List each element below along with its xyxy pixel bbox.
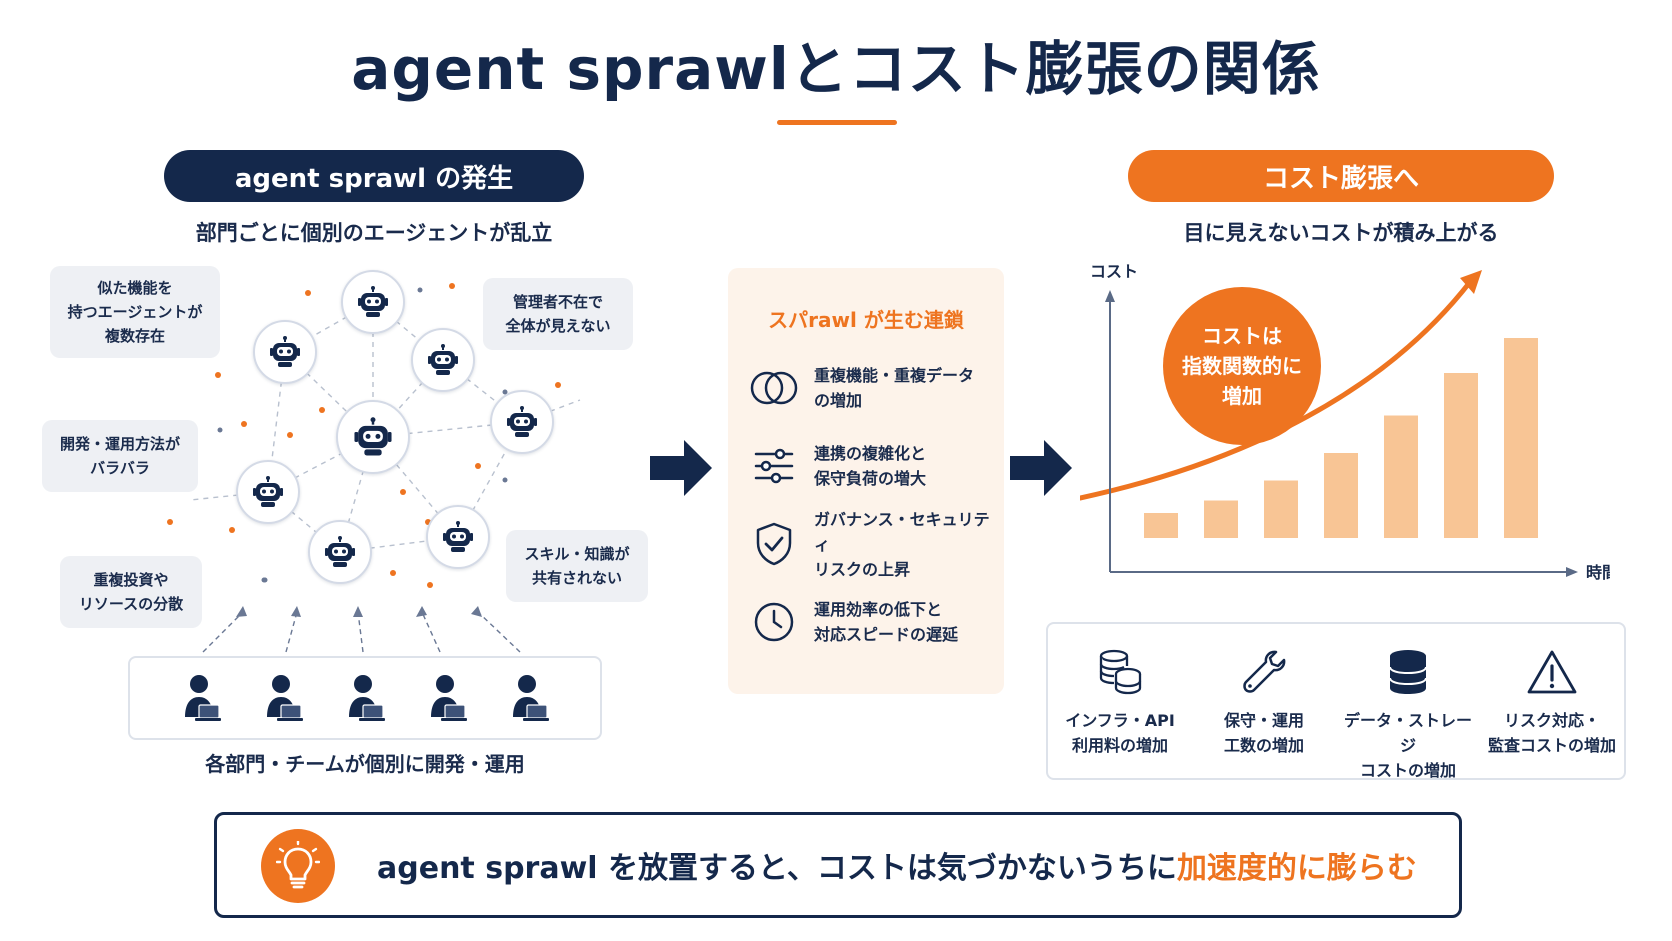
y-axis-label: コスト [1090, 262, 1138, 281]
cost-item: インフラ・API 利用料の増加 [1050, 646, 1190, 758]
person-laptop-icon [427, 672, 467, 724]
cost-items-box: インフラ・API 利用料の増加 保守・運用 工数の増加 データ・ストレージ コス… [1046, 622, 1626, 780]
person-laptop-icon [345, 672, 385, 724]
teams-caption: 各部門・チームが個別に開発・運用 [205, 752, 525, 776]
exponential-growth-callout: コストは 指数関数的に 増加 [1163, 287, 1321, 445]
issue-bubble-no-manager: 管理者不在で 全体が見えない [483, 278, 633, 350]
issue-bubble-duplicate-investment: 重複投資や リソースの分散 [60, 556, 202, 628]
trend-arrowhead [1460, 270, 1482, 294]
cost-bar [1144, 513, 1178, 538]
warning-icon [1482, 646, 1622, 698]
chain-item: 運用効率の低下と 対応スピードの遅延 [748, 594, 998, 650]
chain-item: 重複機能・重複データ の増加 [748, 360, 998, 416]
sliders-icon [748, 440, 800, 492]
x-axis-label: 時間 [1586, 563, 1610, 582]
teams-box [128, 656, 602, 740]
title-underline [777, 120, 897, 125]
right-arrow-icon [1010, 440, 1072, 496]
conclusion-box: agent sprawl を放置すると、コストは気づかないうちに加速度的に膨らむ [214, 812, 1462, 918]
y-axis-arrow [1105, 290, 1115, 302]
lightbulb-icon [261, 829, 335, 903]
agent-robot-icon [308, 520, 372, 584]
conclusion-text-main: agent sprawl を放置すると、コストは気づかないうちに [377, 851, 1177, 886]
cost-item: 保守・運用 工数の増加 [1194, 646, 1334, 758]
chain-item: ガバナンス・セキュリティ リスクの上昇 [748, 510, 998, 579]
right-arrow-icon [650, 440, 712, 496]
cost-subtitle: 目に見えないコストが積み上がる [1183, 221, 1499, 245]
clock-icon [748, 596, 800, 648]
cost-bar [1444, 373, 1478, 538]
coins-stack-icon [1050, 646, 1190, 698]
agent-robot-icon [236, 460, 300, 524]
agent-robot-icon [411, 328, 475, 392]
cost-bar [1504, 338, 1538, 538]
shield-check-icon [748, 518, 800, 570]
overlap-circles-icon [748, 362, 800, 414]
cost-item: リスク対応・ 監査コストの増加 [1482, 646, 1622, 758]
agent-robot-icon [253, 320, 317, 384]
database-icon [1338, 646, 1478, 698]
sprawl-subtitle: 部門ごとに個別のエージェントが乱立 [195, 221, 553, 245]
person-laptop-icon [263, 672, 303, 724]
cost-bar [1324, 453, 1358, 538]
cost-item: データ・ストレージ コストの増加 [1338, 646, 1478, 783]
cost-growth-chart: コスト 時間 [1080, 262, 1610, 582]
agent-robot-icon [341, 270, 405, 334]
conclusion-text: agent sprawl を放置すると、コストは気づかないうちに加速度的に膨らむ [377, 815, 1417, 915]
cost-bar [1204, 500, 1238, 538]
x-axis-arrow [1566, 567, 1578, 577]
conclusion-text-highlight: 加速度的に膨らむ [1176, 851, 1417, 886]
cost-bar [1384, 415, 1418, 538]
central-agent-robot-icon [336, 400, 410, 474]
agent-robot-icon [490, 390, 554, 454]
agent-robot-icon [426, 505, 490, 569]
cost-bar [1264, 480, 1298, 538]
chain-item: 連携の複雑化と 保守負荷の増大 [748, 438, 998, 494]
issue-bubble-duplicate-agents: 似た機能を 持つエージェントが 複数存在 [50, 266, 220, 358]
page-title: agent sprawlとコスト膨張の関係 [351, 35, 1321, 103]
wrench-icon [1194, 646, 1334, 698]
cost-badge: コスト膨張へ [1128, 150, 1554, 202]
person-laptop-icon [181, 672, 221, 724]
issue-bubble-knowledge-not-shared: スキル・知識が 共有されない [506, 530, 648, 602]
sprawl-badge: agent sprawl の発生 [164, 150, 584, 202]
chain-title: スパrawl が生む連鎖 [768, 308, 964, 332]
issue-bubble-inconsistent-methods: 開発・運用方法が バラバラ [42, 420, 198, 492]
person-laptop-icon [509, 672, 549, 724]
sprawl-chain-panel: スパrawl が生む連鎖 重複機能・重複データ の増加 連携の複雑化と 保守負荷… [728, 268, 1004, 694]
